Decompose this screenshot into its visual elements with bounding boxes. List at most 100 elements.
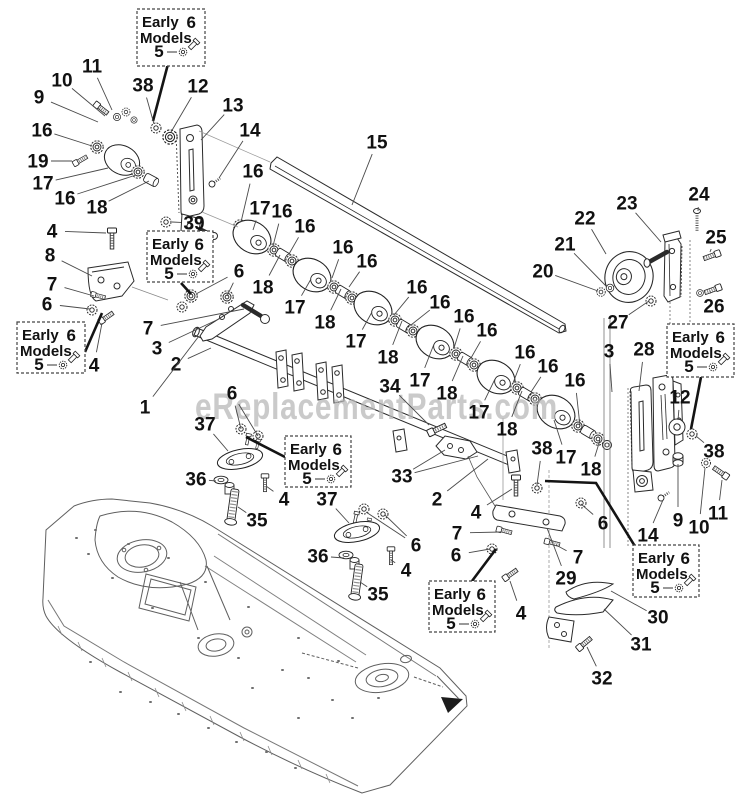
callout-leader <box>238 403 259 437</box>
callout-leader <box>170 96 192 133</box>
callout-leader <box>50 101 99 123</box>
callout-18: 18 <box>580 460 601 481</box>
callout-9: 9 <box>673 511 684 532</box>
callout-16: 16 <box>564 371 585 392</box>
callout-leader <box>237 506 247 514</box>
callout-30: 30 <box>647 608 668 629</box>
callout-leader <box>699 467 706 515</box>
callout-35: 35 <box>246 511 268 532</box>
callout-leader <box>365 511 406 539</box>
stud-icon <box>351 510 360 524</box>
bolt-4-icon <box>106 226 118 251</box>
callout-37: 37 <box>316 490 337 511</box>
callout-31: 31 <box>630 635 652 656</box>
early-models-arrow <box>245 435 286 459</box>
callout-26: 26 <box>703 297 724 318</box>
early-models-arrow <box>470 548 498 582</box>
early-models-arrow <box>544 479 638 549</box>
callout-4: 4 <box>89 356 100 377</box>
screw-14-icon <box>655 488 673 504</box>
early-models-arrow <box>689 376 703 430</box>
early-models-item-5: 5 <box>650 578 659 597</box>
early-models-item-6: 6 <box>477 585 486 604</box>
early-models-arrow <box>151 63 170 122</box>
spindle-ring-right <box>354 654 412 694</box>
early-models-item-5: 5 <box>164 264 173 283</box>
callout-leader <box>414 455 479 474</box>
callout-9: 9 <box>34 88 45 109</box>
callout-leader <box>719 479 723 501</box>
callout-leader <box>530 376 542 393</box>
callout-12: 12 <box>187 77 208 98</box>
callout-leader <box>265 485 274 492</box>
callout-17: 17 <box>409 371 430 392</box>
callout-leader <box>470 341 481 359</box>
bolt-7-icon <box>494 524 514 537</box>
callout-leader <box>335 508 350 524</box>
callout-17: 17 <box>284 298 305 319</box>
callout-20: 20 <box>532 262 553 283</box>
callout-leader <box>187 347 212 360</box>
callout-4: 4 <box>516 604 527 625</box>
callout-16: 16 <box>453 307 474 328</box>
callout-leader <box>575 392 581 427</box>
lower-roller-bracket <box>467 418 615 654</box>
caster-plate-37-icon <box>215 444 265 474</box>
callout-19: 19 <box>27 152 48 173</box>
callout-leader <box>95 322 103 353</box>
callout-leader <box>226 282 234 297</box>
callout-4: 4 <box>471 503 482 524</box>
deck-bolt-dots <box>75 529 380 769</box>
washer-16-icon <box>90 140 104 154</box>
callout-6: 6 <box>234 262 245 283</box>
callout-leader <box>240 183 251 223</box>
callout-12: 12 <box>669 388 690 409</box>
deck-corner-fold <box>436 675 460 700</box>
wheel-22-icon <box>604 251 654 303</box>
deck-channel <box>179 565 231 631</box>
nut-icon <box>326 474 336 484</box>
callout-leader <box>71 88 106 117</box>
knob-12-icon <box>668 418 686 436</box>
callout-6: 6 <box>227 384 238 405</box>
callout-16: 16 <box>271 202 292 223</box>
early-models-word-2: Models <box>636 566 688 583</box>
early-models-arrow <box>180 282 192 295</box>
callout-leader <box>603 608 632 636</box>
callout-leader <box>512 363 521 384</box>
callout-leader <box>252 220 257 231</box>
callout-leader <box>410 309 431 326</box>
callout-leader <box>152 335 200 397</box>
callout-leader <box>351 153 373 206</box>
callout-leader <box>628 300 650 316</box>
callout-22: 22 <box>574 209 595 230</box>
callout-leader <box>509 580 518 601</box>
callout-leader <box>392 320 403 346</box>
callout-leader <box>469 531 502 534</box>
nut-6-icon <box>377 508 389 520</box>
support-bar-assembly <box>176 289 521 474</box>
callout-25: 25 <box>705 228 727 249</box>
callout-28: 28 <box>633 340 654 361</box>
bolt-icon <box>187 37 201 51</box>
bolt-32-icon <box>573 634 595 654</box>
callout-29: 29 <box>555 569 576 590</box>
bolt-icon <box>717 352 731 366</box>
callout-leader <box>160 308 245 326</box>
nut-39-icon <box>160 216 172 228</box>
callout-6: 6 <box>411 536 422 557</box>
nut-27-icon <box>645 295 657 307</box>
early-models-word-1: Early <box>672 329 709 346</box>
callout-leader <box>361 311 373 330</box>
callout-34: 34 <box>379 377 401 398</box>
early-models-item-6: 6 <box>716 328 725 347</box>
plate-28 <box>629 384 654 474</box>
callout-11: 11 <box>82 57 103 78</box>
callout-18: 18 <box>86 198 107 219</box>
emphasis-arrows-layer <box>83 63 703 582</box>
